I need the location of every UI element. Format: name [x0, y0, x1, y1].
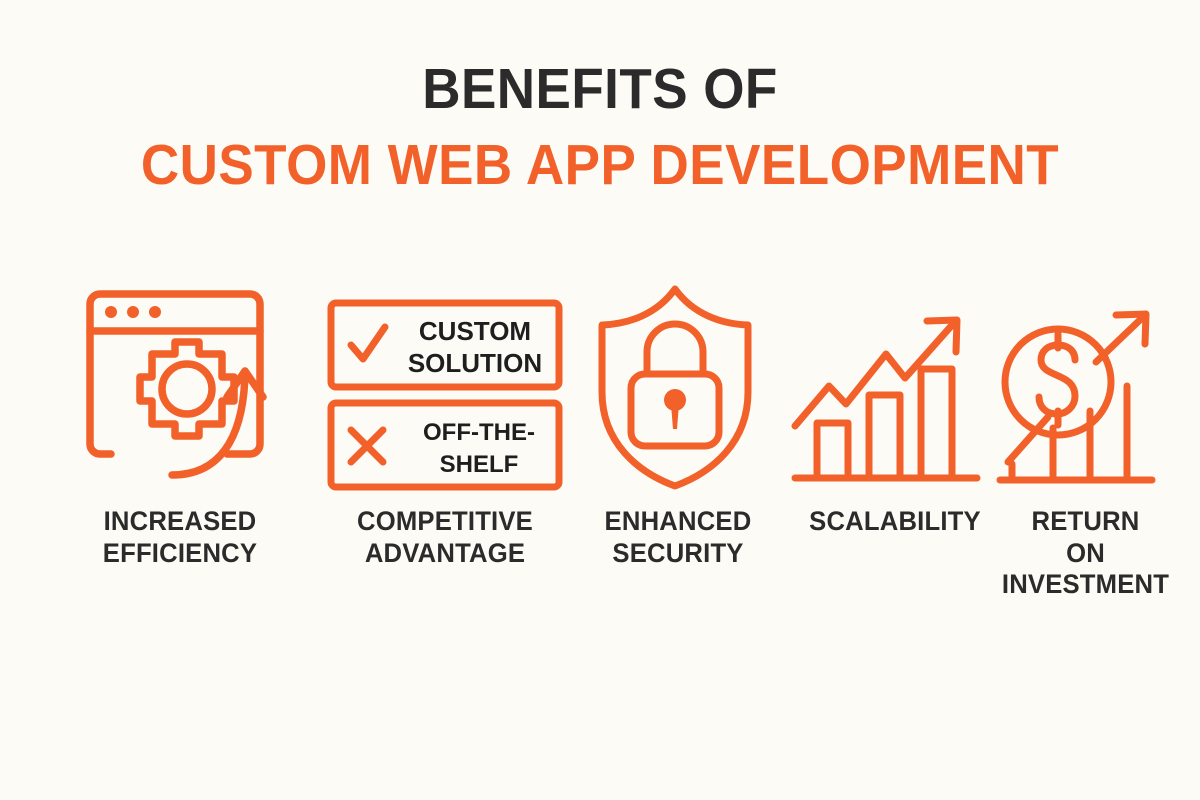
benefit-icon-row: CUSTOM SOLUTION OFF-THE- SHELF	[0, 276, 1200, 491]
coin-circle-icon	[1001, 325, 1115, 439]
padlock-shackle-icon	[643, 320, 707, 378]
gear-icon	[136, 338, 238, 440]
keyhole-icon	[664, 389, 686, 429]
browser-dots-icon	[105, 306, 161, 318]
off-the-shelf-box	[327, 399, 563, 491]
roi-arrow-line	[1092, 314, 1146, 366]
dollar-coin-growth-icon	[996, 310, 1156, 484]
dollar-sign-icon	[1035, 330, 1079, 429]
refresh-arrow-icon	[168, 367, 267, 479]
chart-trend-line	[791, 320, 957, 430]
cross-icon	[347, 426, 387, 466]
benefit-label-scalability: SCALABILITY	[809, 506, 981, 536]
chart-bar-1	[813, 419, 852, 482]
benefit-item-scalability	[791, 306, 981, 491]
heading-block: BENEFITS OF CUSTOM WEB APP DEVELOPMENT	[0, 57, 1200, 197]
check-icon	[347, 323, 389, 363]
compare-checklist-icon: CUSTOM SOLUTION OFF-THE- SHELF	[327, 299, 563, 491]
page-subtitle: CUSTOM WEB APP DEVELOPMENT	[140, 132, 1060, 197]
shield-outline-icon	[598, 285, 752, 490]
shield-padlock-icon	[598, 285, 752, 490]
roi-slope-line	[1004, 413, 1052, 466]
roi-arrow-head	[1112, 310, 1150, 348]
custom-solution-line2: SOLUTION	[408, 348, 542, 378]
benefit-label-competitive-advantage: COMPETITIVE ADVANTAGE	[357, 506, 533, 568]
benefit-item-increased-efficiency	[75, 279, 287, 491]
benefit-label-enhanced-security: ENHANCED SECURITY	[604, 506, 752, 568]
benefit-item-enhanced-security	[597, 284, 753, 491]
chart-arrow-head	[923, 316, 961, 356]
benefit-item-competitive-advantage: CUSTOM SOLUTION OFF-THE- SHELF	[327, 299, 563, 491]
padlock-body-icon	[627, 370, 723, 450]
chart-bar-2	[865, 391, 904, 482]
benefit-item-return-on-investment	[996, 304, 1156, 491]
chart-bar-3	[917, 365, 956, 482]
benefit-label-increased-efficiency: INCREASED EFFICIENCY	[102, 506, 258, 568]
growth-bar-chart-arrow-icon	[791, 316, 981, 482]
benefit-label-return-on-investment: RETURN ON INVESTMENT	[1001, 506, 1170, 600]
custom-solution-box	[327, 299, 563, 391]
custom-solution-line1: CUSTOM	[419, 316, 531, 346]
page-title: BENEFITS OF	[422, 57, 778, 121]
off-the-shelf-line2: SHELF	[440, 451, 519, 478]
off-the-shelf-line1: OFF-THE-	[423, 419, 535, 446]
browser-gear-arrow-icon	[86, 290, 267, 479]
